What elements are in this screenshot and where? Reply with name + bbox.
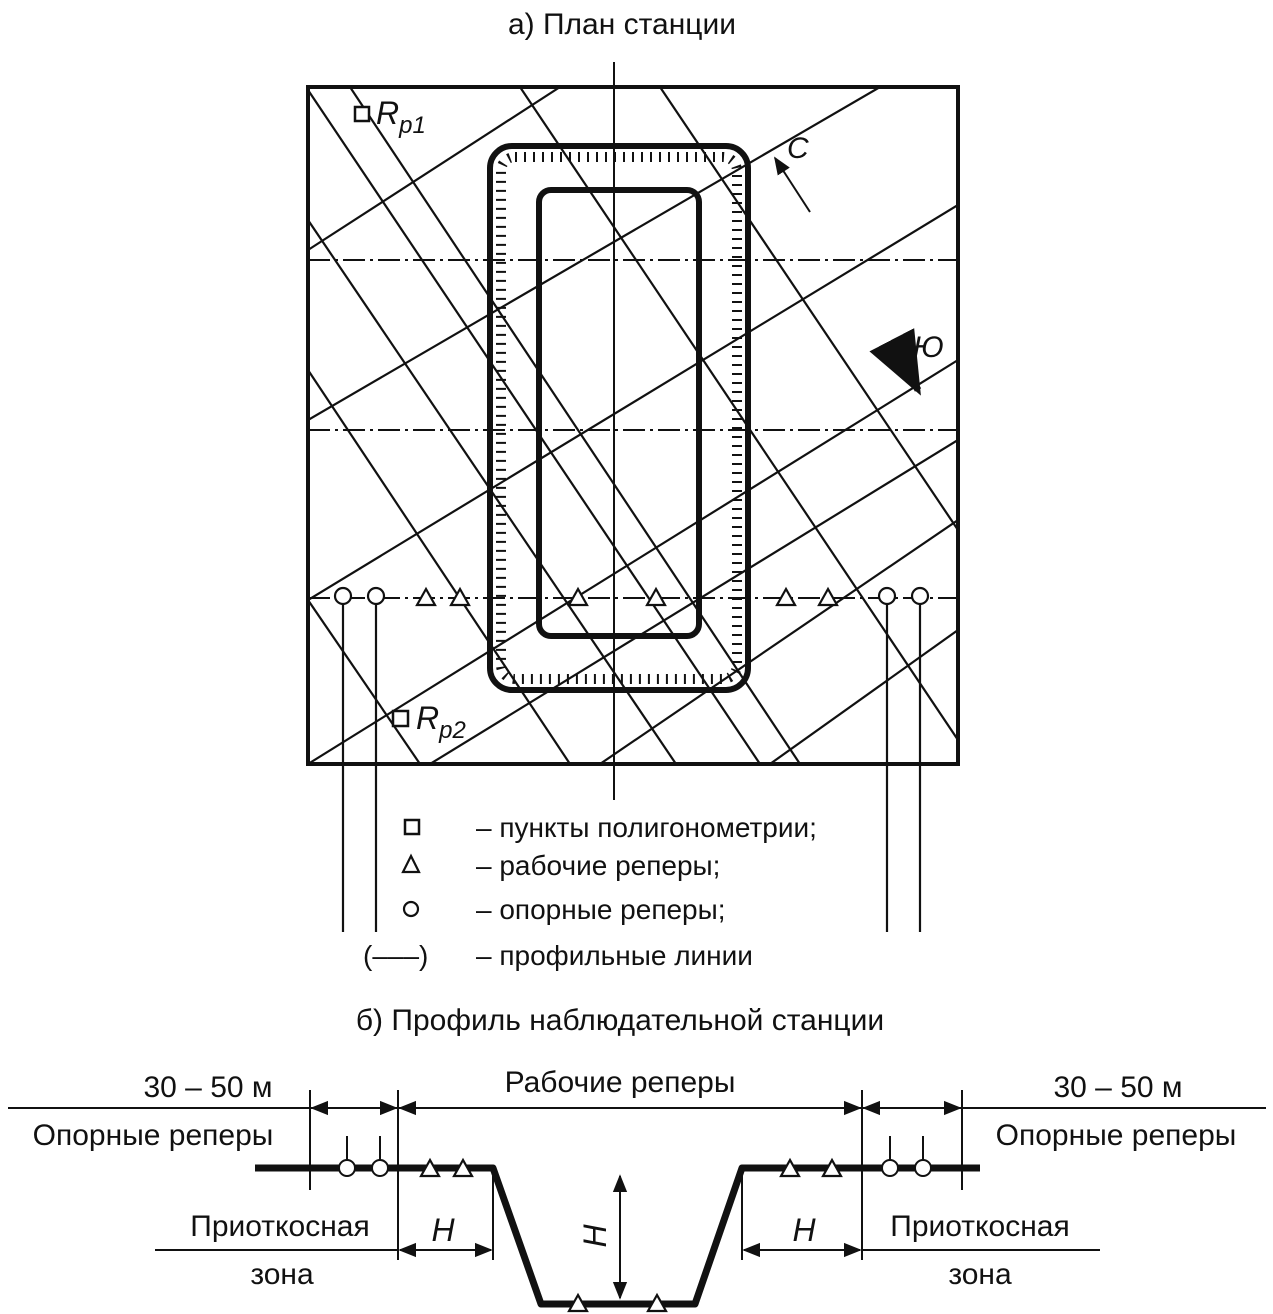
circle-marker-icon [910,586,930,606]
triangle-marker-icon [646,1292,668,1313]
circle-marker-icon [402,900,420,918]
right-distance-label: 30 – 50 м [1053,1071,1182,1104]
working-benchmarks-profile [419,1157,843,1313]
polygonometry-point-rp1: Rp1 [353,95,426,139]
working-benchmarks-label: Рабочие реперы [505,1066,736,1099]
polygonometry-point-rp2: Rp2 [391,700,466,744]
left-zone-line2: зона [250,1258,314,1291]
pit-bottom-edge [536,187,702,639]
north-label: С [787,132,809,165]
right-zone-line1: Приоткосная [890,1210,1069,1243]
circle-marker-icon [881,1159,899,1177]
rp1-label: R [376,95,399,131]
h-right-label: H [792,1212,816,1248]
profile-title: б) Профиль наблюдательной станции [356,1004,884,1037]
legend-profile-lines: – профильные линии [476,940,753,971]
rp1-subscript: p1 [398,112,426,139]
circle-marker-icon [914,1159,932,1177]
rp2-label: R [416,700,439,736]
circle-marker-icon [877,586,897,606]
triangle-marker-icon [821,1157,843,1178]
triangle-marker-icon [645,586,667,607]
triangle-marker-icon [817,586,839,607]
triangle-marker-icon [401,853,421,874]
triangle-marker-icon [415,586,437,607]
h-left-label: H [431,1212,455,1248]
left-zone-line1: Приоткосная [190,1210,369,1243]
triangle-marker-icon [449,586,471,607]
working-benchmarks-plan [415,586,839,607]
reference-benchmarks-profile [338,1136,932,1177]
legend-polygon-points: – пункты полигонометрии; [476,812,817,843]
strike-lines [308,87,958,764]
right-zone-line2: зона [948,1258,1012,1291]
right-reference-label: Опорные реперы [996,1119,1237,1152]
square-marker-icon [391,709,410,728]
left-distance-label: 30 – 50 м [143,1071,272,1104]
circle-marker-icon [333,586,353,606]
rp2-subscript: p2 [438,717,466,744]
h-center-label: H [577,1224,613,1248]
south-label: Ю [913,331,944,364]
circle-marker-icon [338,1159,356,1177]
plan-frame [306,85,960,766]
svg-text:Rp2: Rp2 [416,700,466,744]
profile-dimension-verticals [309,1090,963,1260]
legend-working-benchmarks: – рабочие реперы; [476,850,720,881]
south-arrow-icon [869,328,922,396]
reference-benchmarks-plan [333,586,930,932]
square-marker-icon [403,818,421,836]
legend-profile-symbol: (–––) [363,940,428,971]
legend: – пункты полигонометрии; – рабочие репер… [363,812,817,971]
pit-upper-edge [487,143,751,693]
plan-title: а) План станции [508,8,736,41]
north-arrow-icon [774,156,811,213]
circle-marker-icon [366,586,386,606]
plan-profile-lines [308,259,958,599]
circle-marker-icon [371,1159,389,1177]
left-reference-label: Опорные реперы [33,1119,274,1152]
triangle-marker-icon [567,1292,589,1313]
triangle-marker-icon [419,1157,441,1178]
triangle-marker-icon [775,586,797,607]
triangle-marker-icon [567,586,589,607]
square-marker-icon [353,105,371,123]
legend-reference-benchmarks: – опорные реперы; [476,894,726,925]
triangle-marker-icon [779,1157,801,1178]
profile-dimension-arrows [310,1100,962,1300]
ground-surface-and-pit-section [255,1164,980,1308]
triangle-marker-icon [452,1157,474,1178]
svg-text:Rp1: Rp1 [376,95,426,139]
